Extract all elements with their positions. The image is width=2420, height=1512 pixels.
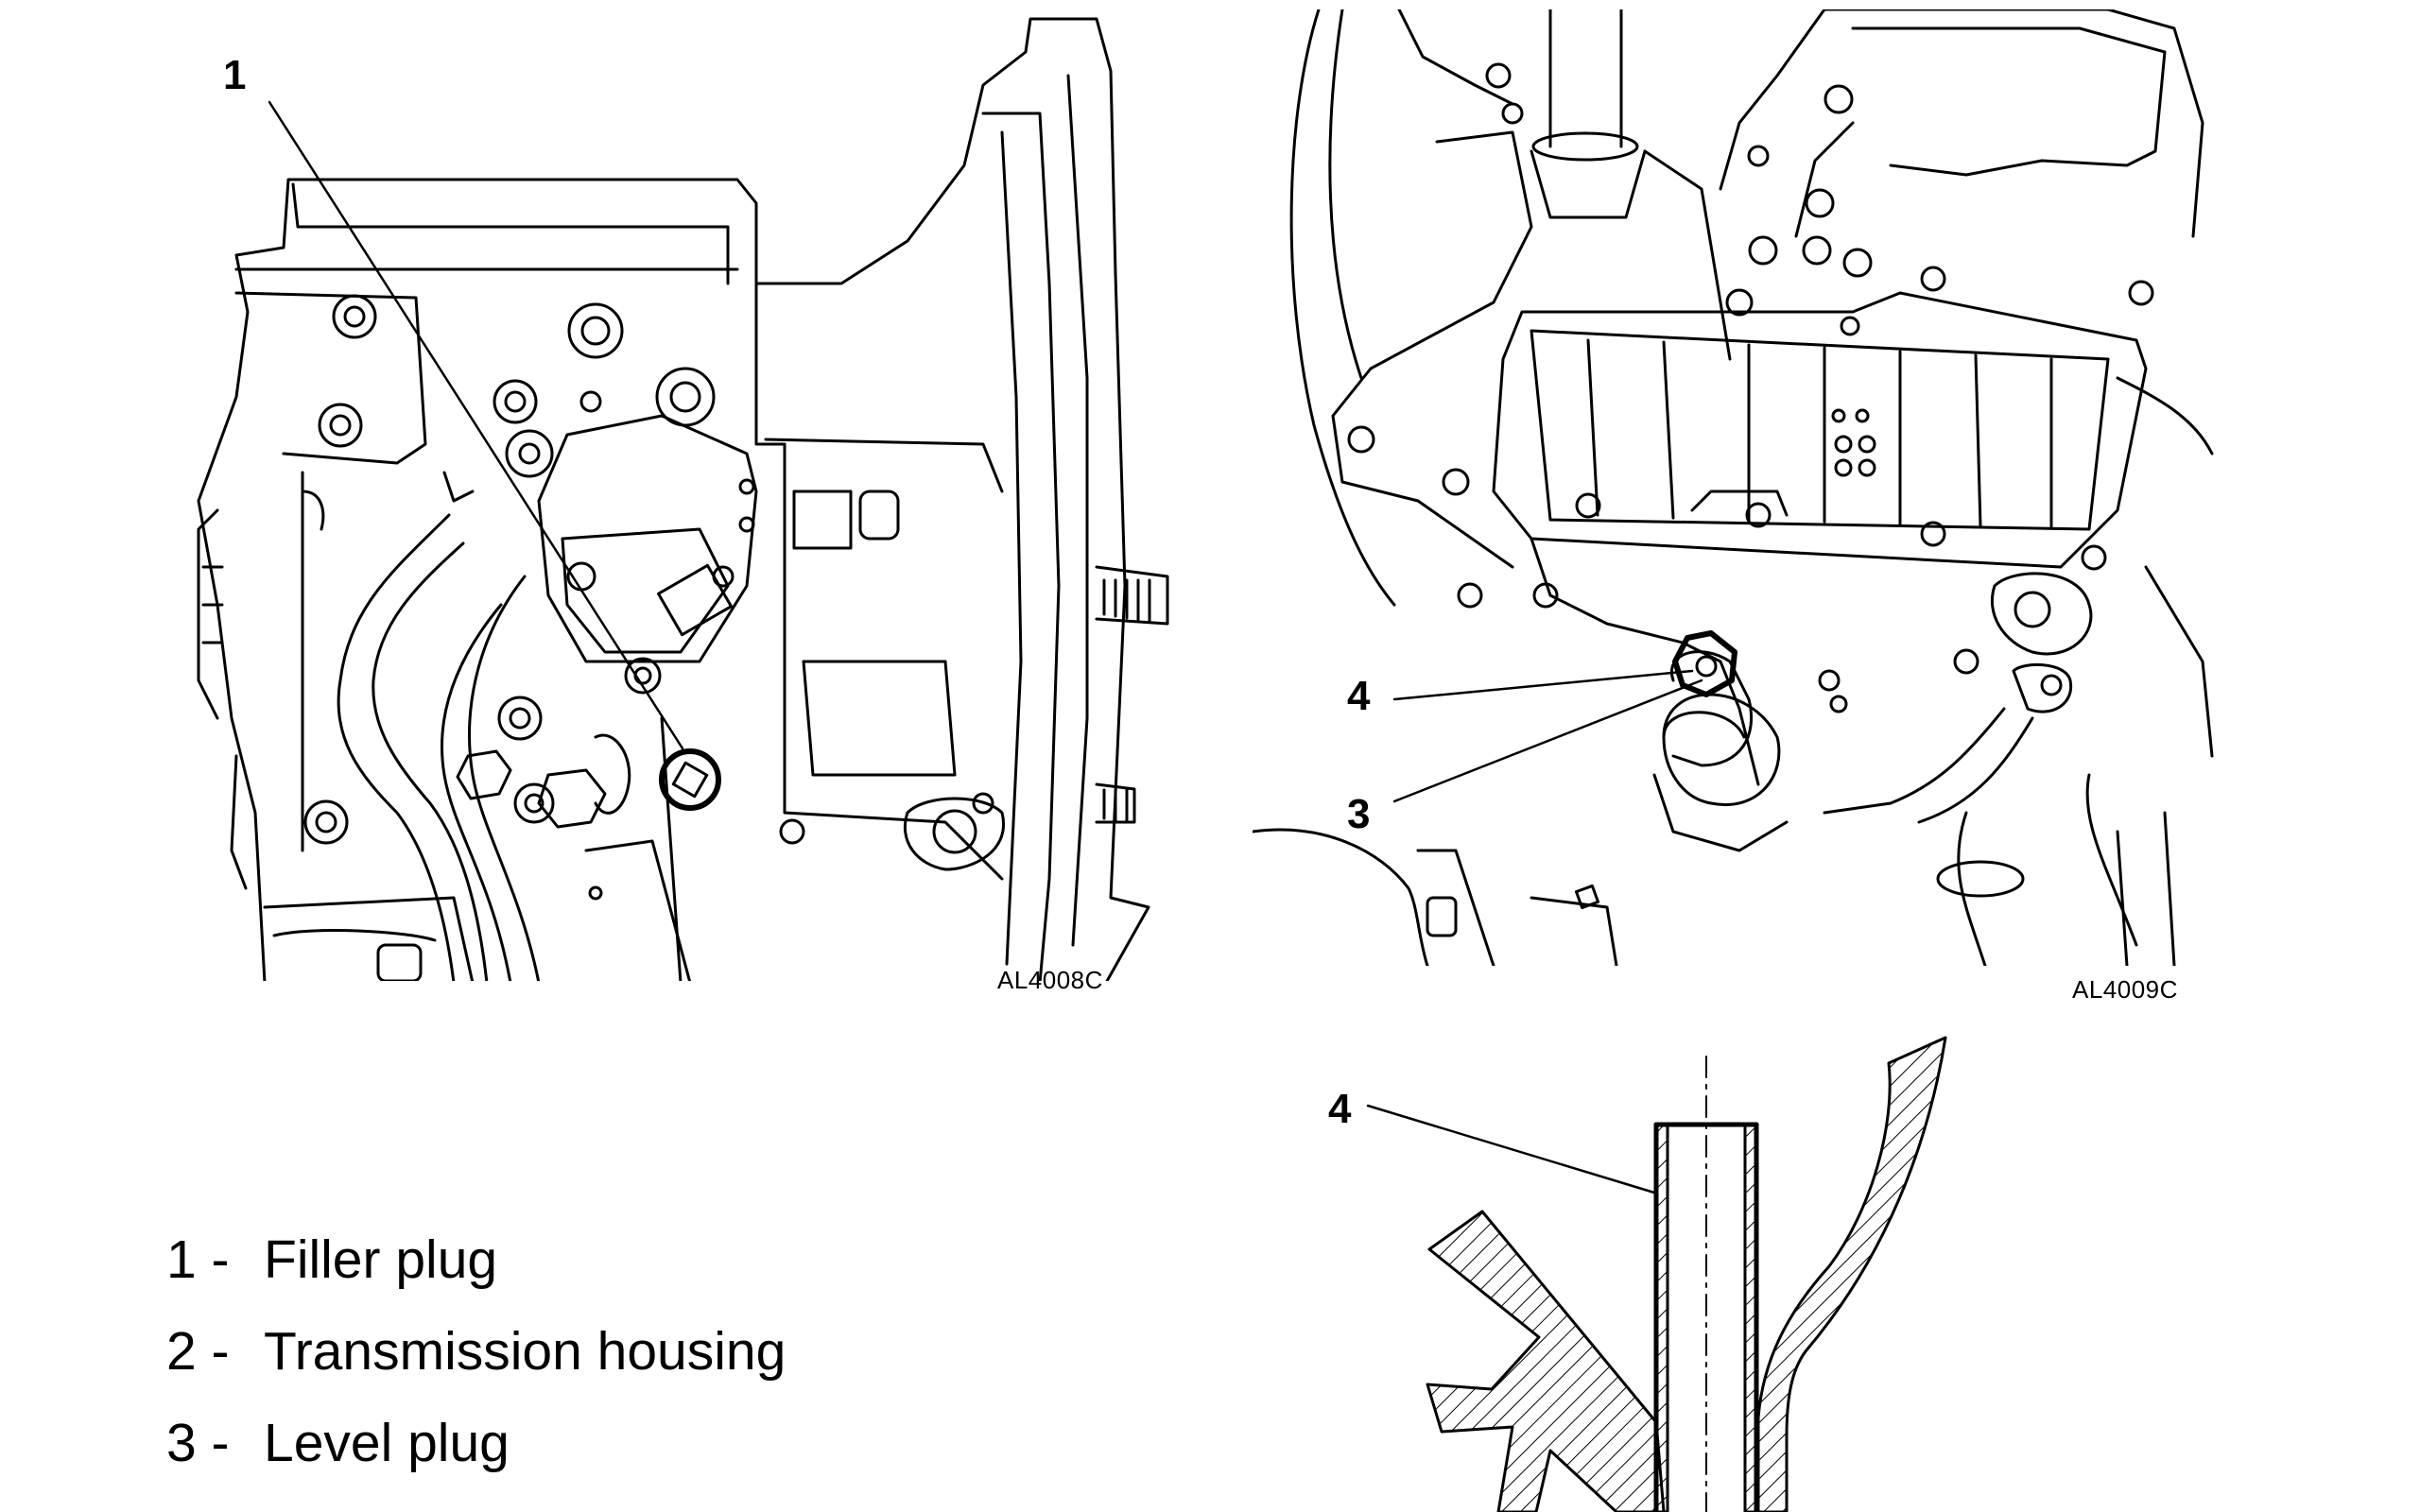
right-transmission-drawing <box>1253 9 2214 966</box>
figure-code-right: AL4009C <box>2072 975 2178 1004</box>
legend-item-number: 3 - <box>166 1413 230 1473</box>
legend-item: 2 - Transmission housing <box>166 1320 786 1412</box>
left-gearbox-drawing <box>197 17 1169 981</box>
legend-item: 1 - Filler plug <box>166 1228 786 1320</box>
legend-item-label: Transmission housing <box>264 1321 786 1382</box>
callout-1: 1 <box>223 52 247 98</box>
legend-item-label: Level plug <box>264 1413 510 1473</box>
legend-item: 3 - Level plug <box>166 1412 786 1503</box>
legend-item-number: 2 - <box>166 1321 230 1382</box>
figure-code-left: AL4008C <box>997 966 1103 994</box>
legend-item-number: 1 - <box>166 1229 230 1290</box>
section-view-drawing <box>1366 1036 1947 1512</box>
parts-legend: 1 - Filler plug 2 - Transmission housing… <box>166 1228 786 1503</box>
legend-item-label: Filler plug <box>264 1229 498 1290</box>
callout-4-section: 4 <box>1328 1086 1352 1132</box>
callout-4-top: 4 <box>1347 673 1371 719</box>
callout-3: 3 <box>1347 791 1371 837</box>
